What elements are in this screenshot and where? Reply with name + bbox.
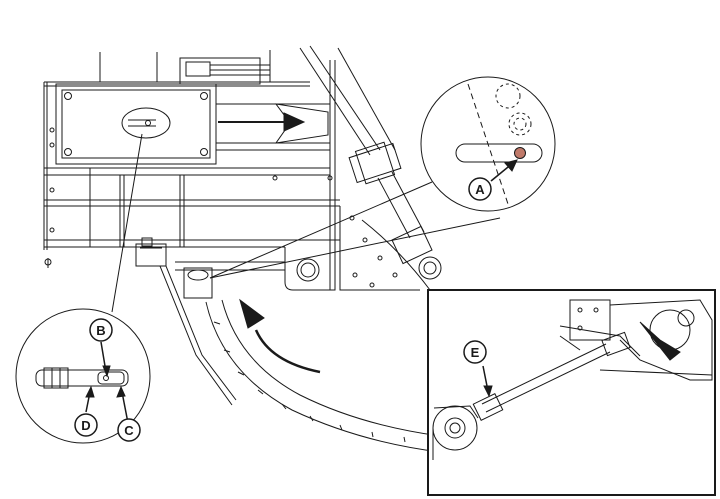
leader-line-bd [111,133,143,313]
callout-d: D [74,413,98,437]
detail-circle-bcd [15,308,151,444]
rotation-arrow [239,298,321,374]
slide-direction-arrow [218,103,329,144]
lower-left-bracket [44,237,237,406]
callout-e-label: E [471,345,480,360]
detail-circle-a [420,76,556,212]
callout-c: C [117,418,141,442]
callout-c-label: C [124,423,134,438]
callout-b: B [89,318,113,342]
indicator-dot [514,147,526,159]
drive-shaft-upper [348,141,442,291]
leader-line-e [209,217,501,279]
inset-panel-e [427,289,716,496]
leader-line-a [209,181,433,279]
callout-a-label: A [475,182,485,197]
callout-e: E [463,340,487,364]
top-mount-assembly [179,57,270,85]
callout-b-label: B [96,323,105,338]
mount-plate [55,83,330,165]
machine-frame [43,45,420,291]
callout-a: A [468,177,492,201]
callout-d-label: D [81,418,90,433]
curved-track [205,299,441,453]
